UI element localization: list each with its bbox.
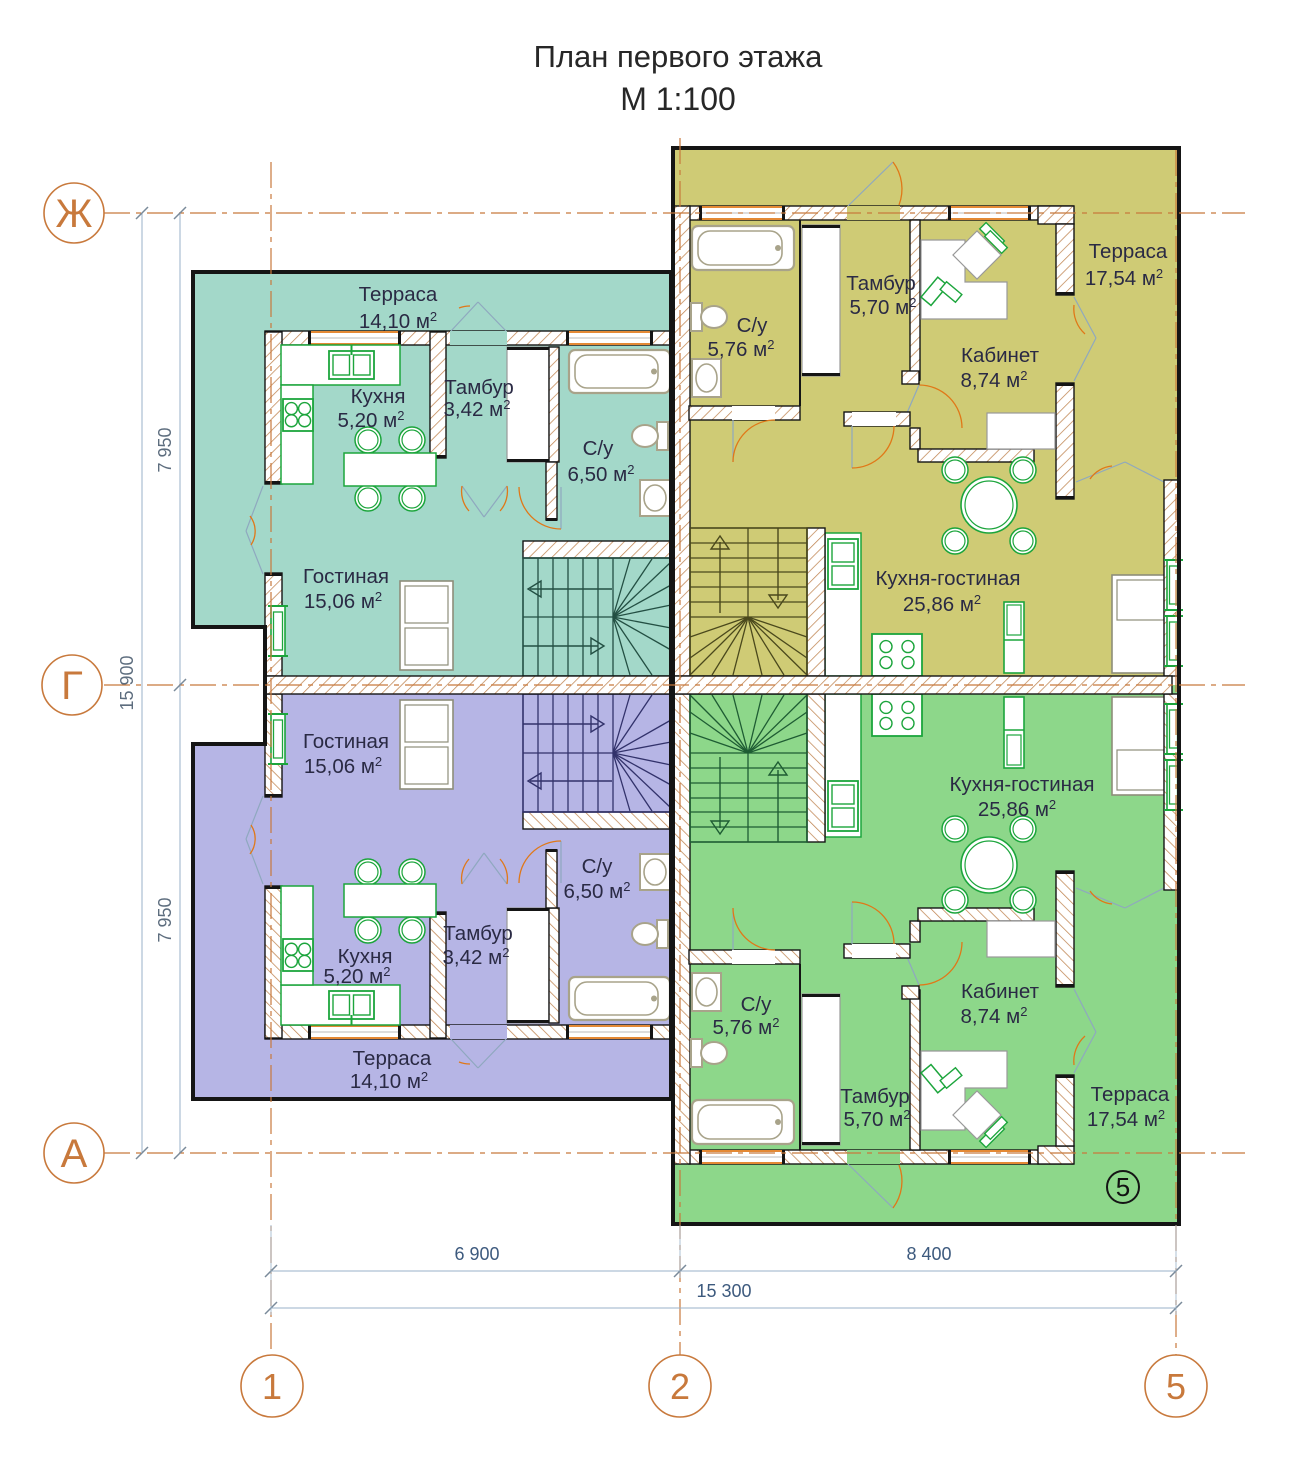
svg-text:3,42 м2: 3,42 м2: [443, 945, 510, 969]
svg-text:6 900: 6 900: [454, 1244, 499, 1264]
svg-text:5,70 м2: 5,70 м2: [844, 1107, 911, 1131]
svg-text:15 900: 15 900: [117, 655, 137, 710]
svg-text:Тамбур: Тамбур: [846, 272, 916, 295]
svg-text:2: 2: [670, 1366, 690, 1407]
svg-text:5,20 м2: 5,20 м2: [338, 408, 405, 432]
svg-text:8 400: 8 400: [906, 1244, 951, 1264]
svg-text:Терраса: Терраса: [359, 283, 438, 306]
svg-text:5,76 м2: 5,76 м2: [713, 1015, 780, 1039]
svg-text:8,74 м2: 8,74 м2: [961, 368, 1028, 392]
svg-text:Кухня-гостиная: Кухня-гостиная: [875, 567, 1020, 590]
svg-text:С/у: С/у: [582, 855, 614, 878]
svg-text:25,86 м2: 25,86 м2: [903, 592, 981, 616]
svg-text:Кабинет: Кабинет: [961, 980, 1040, 1003]
svg-text:Терраса: Терраса: [1089, 240, 1168, 263]
svg-text:М 1:100: М 1:100: [620, 81, 736, 117]
svg-text:8,74 м2: 8,74 м2: [961, 1004, 1028, 1028]
svg-text:Кабинет: Кабинет: [961, 344, 1040, 367]
svg-text:Г: Г: [61, 664, 83, 708]
svg-text:3,42 м2: 3,42 м2: [444, 397, 511, 421]
svg-text:План первого этажа: План первого этажа: [534, 39, 823, 74]
svg-text:Тамбур: Тамбур: [444, 376, 514, 399]
svg-text:5,20 м2: 5,20 м2: [324, 964, 391, 988]
svg-text:Кухня: Кухня: [351, 385, 406, 408]
svg-text:А: А: [61, 1132, 88, 1176]
svg-text:5,70 м2: 5,70 м2: [850, 295, 917, 319]
svg-text:Тамбур: Тамбур: [443, 922, 513, 945]
svg-text:5,76 м2: 5,76 м2: [708, 337, 775, 361]
svg-text:5: 5: [1166, 1366, 1186, 1407]
svg-text:Ж: Ж: [56, 192, 93, 236]
svg-text:Гостиная: Гостиная: [303, 730, 389, 753]
svg-text:Кухня-гостиная: Кухня-гостиная: [949, 773, 1094, 796]
svg-text:С/у: С/у: [583, 437, 615, 460]
svg-text:14,10 м2: 14,10 м2: [359, 309, 437, 333]
svg-text:Терраса: Терраса: [353, 1047, 432, 1070]
svg-text:Кухня: Кухня: [338, 945, 393, 968]
svg-text:1: 1: [262, 1366, 282, 1407]
svg-text:Тамбур: Тамбур: [840, 1085, 910, 1108]
svg-text:17,54 м2: 17,54 м2: [1085, 266, 1163, 290]
svg-text:14,10 м2: 14,10 м2: [350, 1069, 428, 1093]
svg-text:7 950: 7 950: [155, 427, 175, 472]
svg-text:Терраса: Терраса: [1091, 1083, 1170, 1106]
svg-text:С/у: С/у: [737, 314, 769, 337]
svg-text:25,86 м2: 25,86 м2: [978, 797, 1056, 821]
svg-text:17,54 м2: 17,54 м2: [1087, 1107, 1165, 1131]
svg-text:15 300: 15 300: [696, 1281, 751, 1301]
svg-text:6,50 м2: 6,50 м2: [568, 462, 635, 486]
svg-text:5: 5: [1116, 1172, 1130, 1202]
svg-text:С/у: С/у: [741, 993, 773, 1016]
svg-text:Гостиная: Гостиная: [303, 565, 389, 588]
svg-text:7 950: 7 950: [155, 897, 175, 942]
svg-text:6,50 м2: 6,50 м2: [564, 879, 631, 903]
svg-text:15,06 м2: 15,06 м2: [304, 754, 382, 778]
svg-text:15,06 м2: 15,06 м2: [304, 589, 382, 613]
